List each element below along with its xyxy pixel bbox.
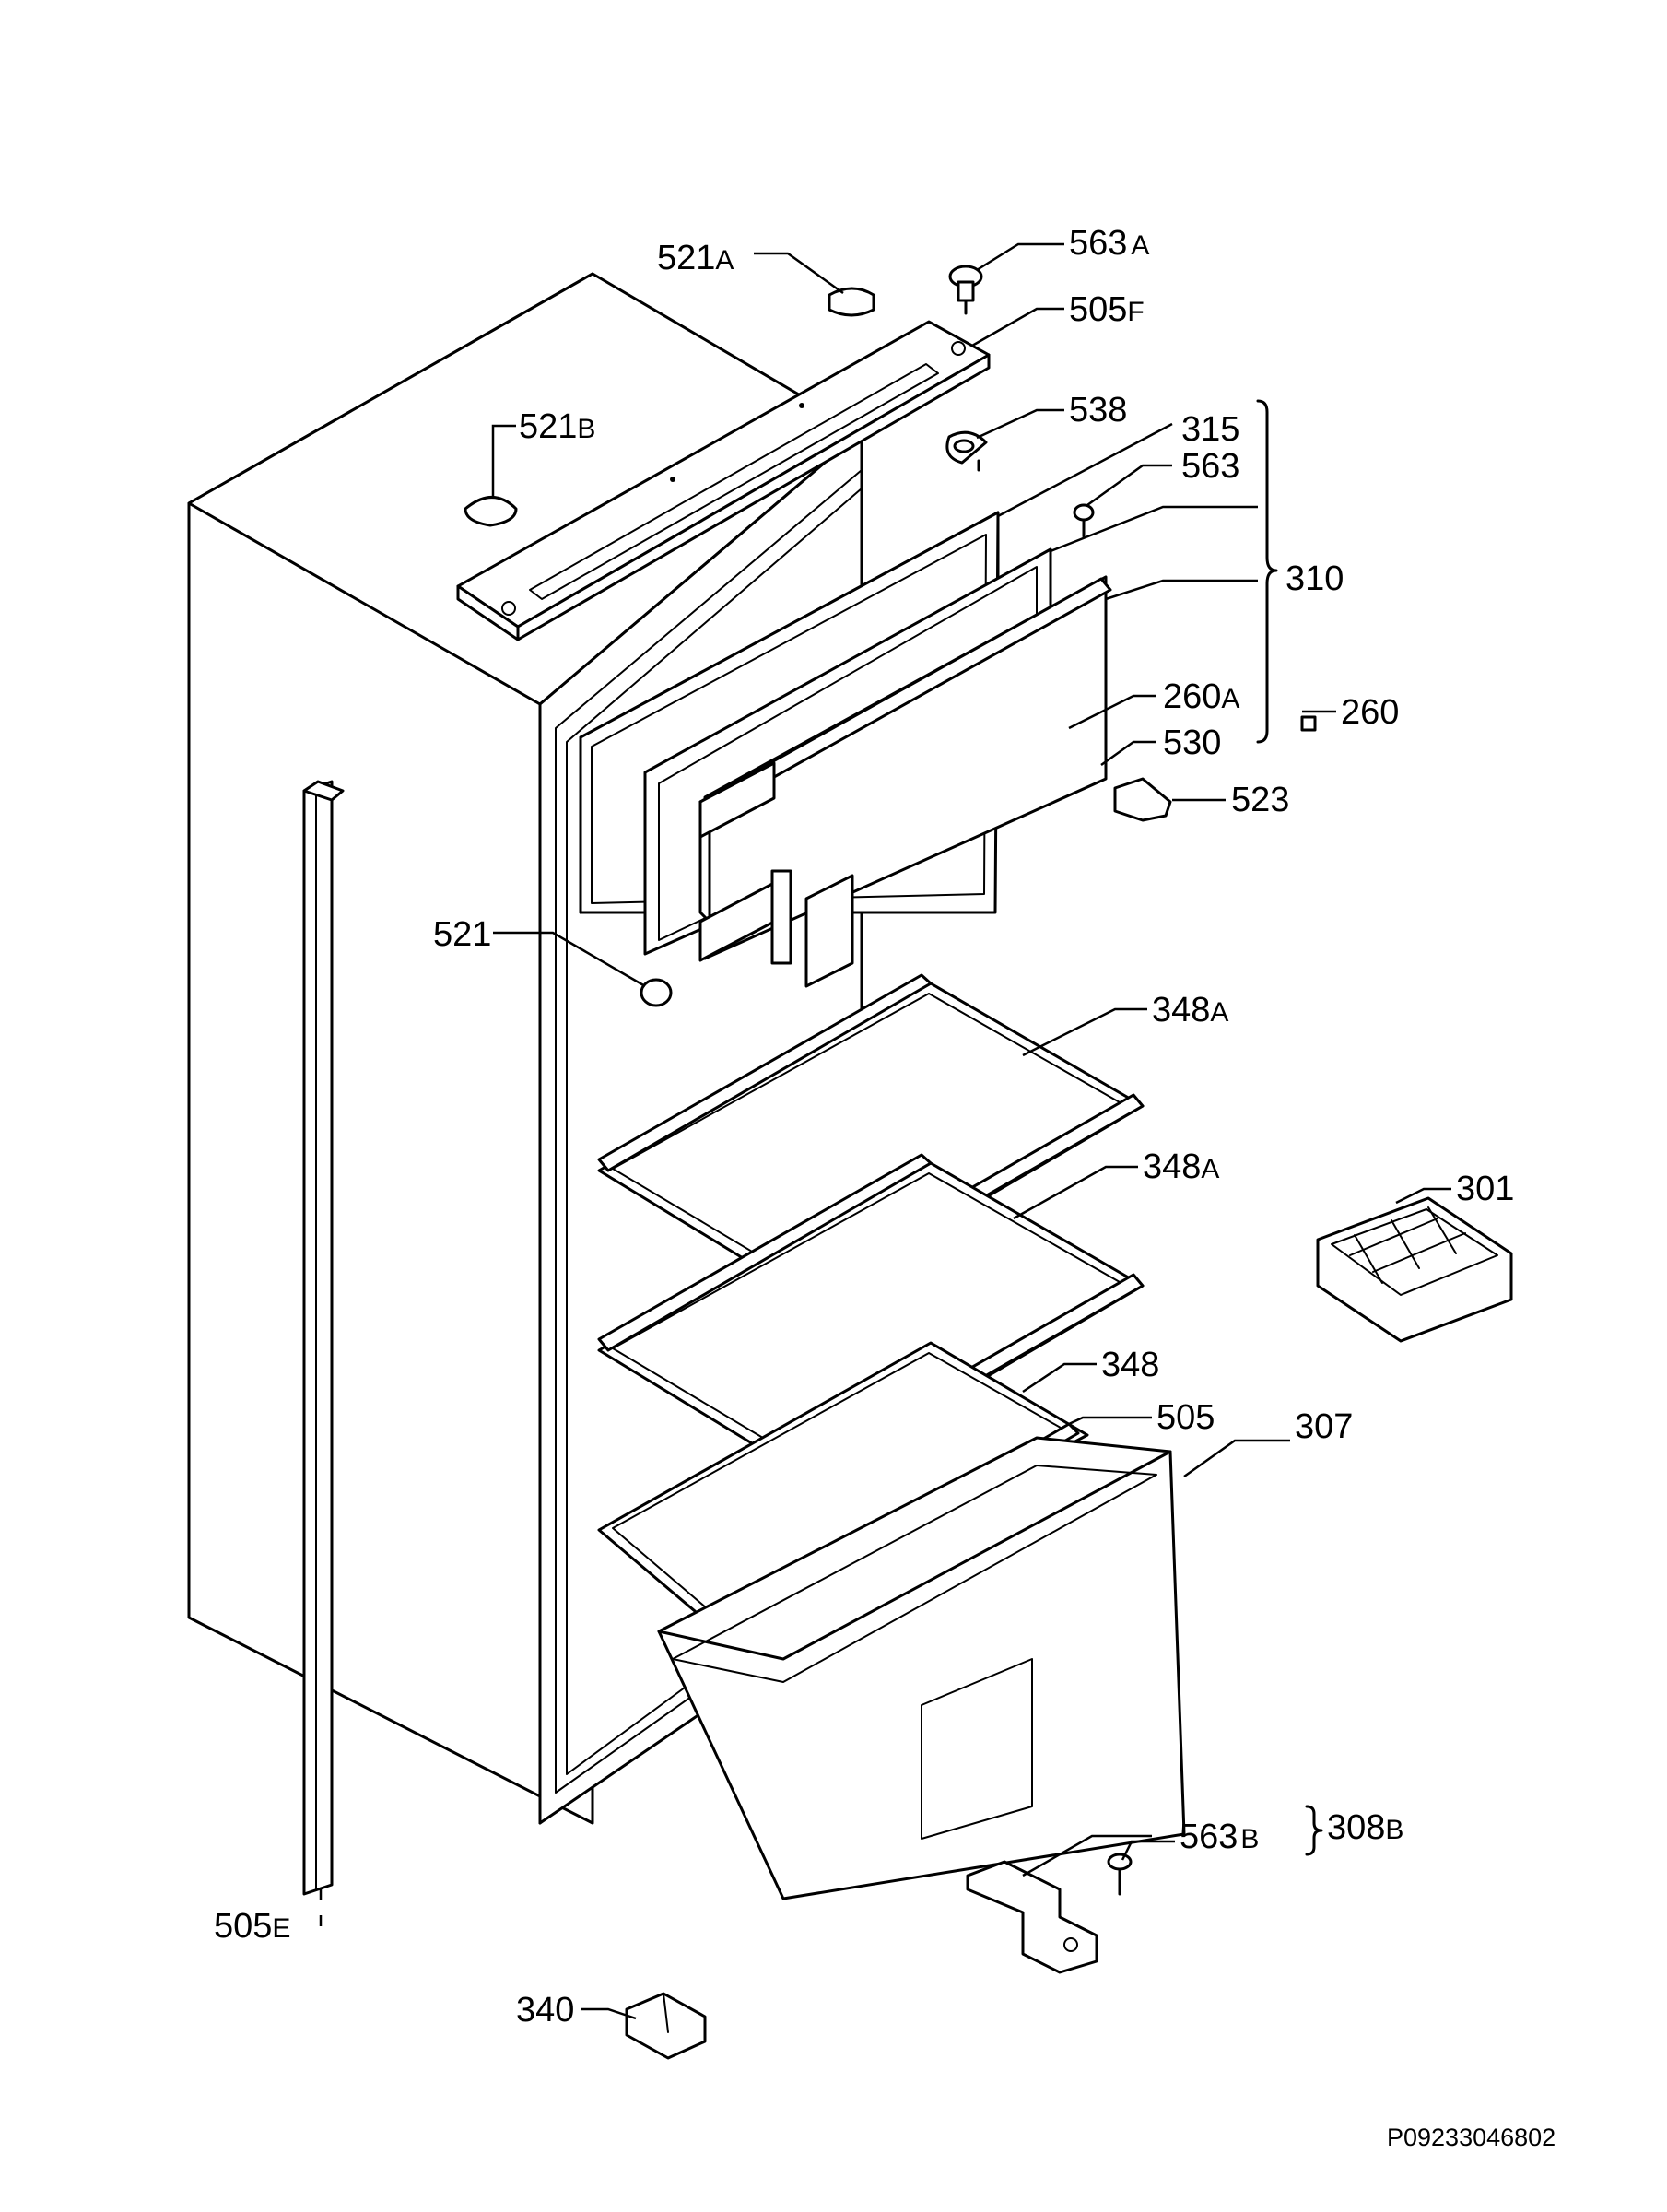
label-260: 260 — [1341, 693, 1399, 732]
label-348: 348 — [1101, 1346, 1159, 1384]
label-340: 340 — [516, 1991, 574, 2030]
freezer-door-assembly-310 — [579, 511, 1112, 988]
label-521a: 521A — [657, 239, 734, 277]
plug-521 — [640, 978, 673, 1007]
screw-563 — [1073, 503, 1095, 538]
label-538: 538 — [1069, 391, 1127, 429]
label-563: 563 — [1181, 447, 1239, 486]
hinge-308b — [966, 1860, 1098, 1974]
screw-563a — [948, 265, 983, 315]
label-505f: 505F — [1069, 290, 1145, 329]
hinge-pin-538 — [945, 430, 988, 472]
leader-lines — [319, 242, 1451, 2020]
label-310: 310 — [1285, 559, 1344, 598]
label-521b: 521B — [519, 407, 595, 446]
cap-521a — [828, 287, 875, 317]
screw-563b — [1107, 1853, 1133, 1896]
crisper-drawer-307 — [657, 1436, 1186, 1900]
cap-521b — [464, 496, 518, 527]
door-strip-505e — [302, 780, 345, 1896]
label-521: 521 — [433, 915, 491, 954]
cover-340 — [625, 1992, 707, 2060]
label-260a: 260A — [1163, 677, 1239, 716]
latch-523 — [1113, 777, 1172, 822]
top-hinge-bar-505f — [456, 320, 991, 641]
label-348a-top: 348A — [1152, 991, 1228, 1030]
clip-260 — [1300, 715, 1317, 732]
label-505e: 505E — [214, 1907, 290, 1946]
label-315: 315 — [1181, 410, 1239, 449]
label-307: 307 — [1295, 1407, 1353, 1446]
label-308b: 308B — [1327, 1808, 1403, 1847]
ice-tray-301 — [1316, 1196, 1513, 1343]
label-523: 523 — [1231, 781, 1289, 819]
label-505: 505 — [1156, 1398, 1215, 1437]
label-301: 301 — [1456, 1170, 1514, 1208]
drawing-code: P09233046802 — [1387, 2124, 1555, 2151]
label-530: 530 — [1163, 724, 1221, 762]
label-348a-middle: 348A — [1143, 1147, 1219, 1186]
